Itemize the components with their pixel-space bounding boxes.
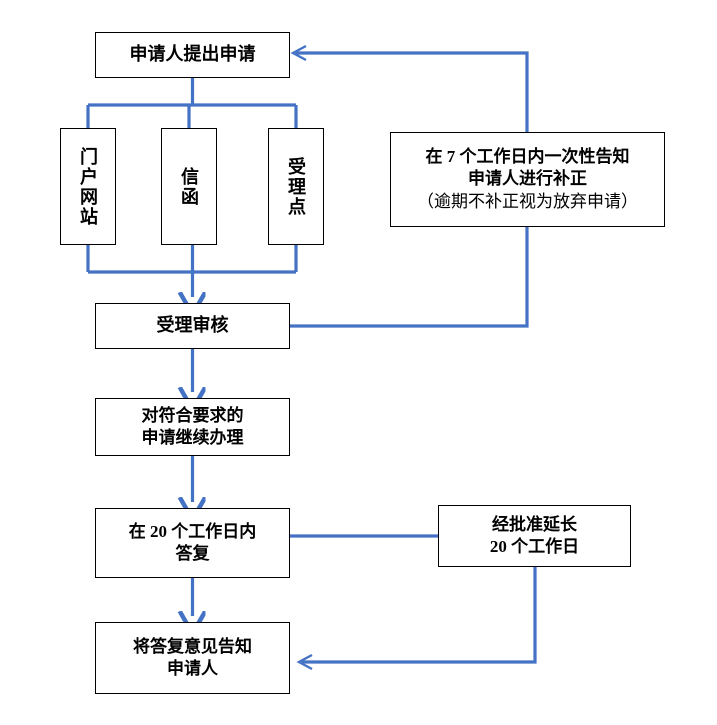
node-notify-line-1: 将答复意见告知 — [133, 636, 252, 656]
node-notify-line-2: 申请人 — [167, 659, 218, 678]
node-approved-extension-20-working-days[interactable]: 经批准延长 20 个工作日 — [438, 505, 631, 567]
node-letter-line-1: 信函 — [179, 166, 199, 207]
node-notify-correction-within-7-days[interactable]: 在 7 个工作日内一次性告知 申请人进行补正 （逾期不补正视为放弃申请） — [390, 132, 665, 227]
node-continue-processing-qualified-application[interactable]: 对符合要求的 申请继续办理 — [95, 398, 290, 456]
node-correction-line-1: 在 7 个工作日内一次性告知 — [425, 147, 630, 167]
node-inform-applicant-of-reply[interactable]: 将答复意见告知 申请人 — [95, 622, 290, 694]
node-letter[interactable]: 信函 — [161, 128, 217, 245]
node-continue-line-1: 对符合要求的 — [141, 405, 244, 425]
node-reply-within-20-working-days[interactable]: 在 20 个工作日内 答复 — [95, 508, 290, 578]
node-review-line-1: 受理审核 — [156, 315, 229, 336]
node-portal-line-1: 门户网站 — [78, 146, 98, 227]
edge-review-to-correction — [290, 227, 529, 328]
edge-correction-to-apply — [296, 51, 529, 132]
node-correction-line-3: （逾期不补正视为放弃申请） — [417, 191, 638, 211]
node-reply-line-2: 答复 — [175, 544, 210, 563]
node-extend-line-2: 20 个工作日 — [489, 537, 580, 556]
node-acceptance-point[interactable]: 受理点 — [268, 128, 324, 245]
edge-correction-to-apply-arrowhead — [290, 44, 307, 62]
node-reply-line-1: 在 20 个工作日内 — [128, 521, 257, 541]
node-apply-line-1: 申请人提出申请 — [129, 44, 256, 65]
node-center-line-1: 受理点 — [286, 156, 306, 217]
node-extend-line-1: 经批准延长 — [492, 514, 577, 534]
node-portal-website[interactable]: 门户网站 — [60, 128, 116, 245]
node-acceptance-review[interactable]: 受理审核 — [95, 303, 290, 349]
node-correction-line-2: 申请人进行补正 — [468, 169, 587, 189]
node-continue-line-2: 申请继续办理 — [141, 428, 244, 447]
node-applicant-submits-application[interactable]: 申请人提出申请 — [95, 32, 290, 78]
edge-extend-to-notify-arrowhead — [296, 653, 313, 671]
edge-extend-to-notify — [302, 567, 537, 664]
